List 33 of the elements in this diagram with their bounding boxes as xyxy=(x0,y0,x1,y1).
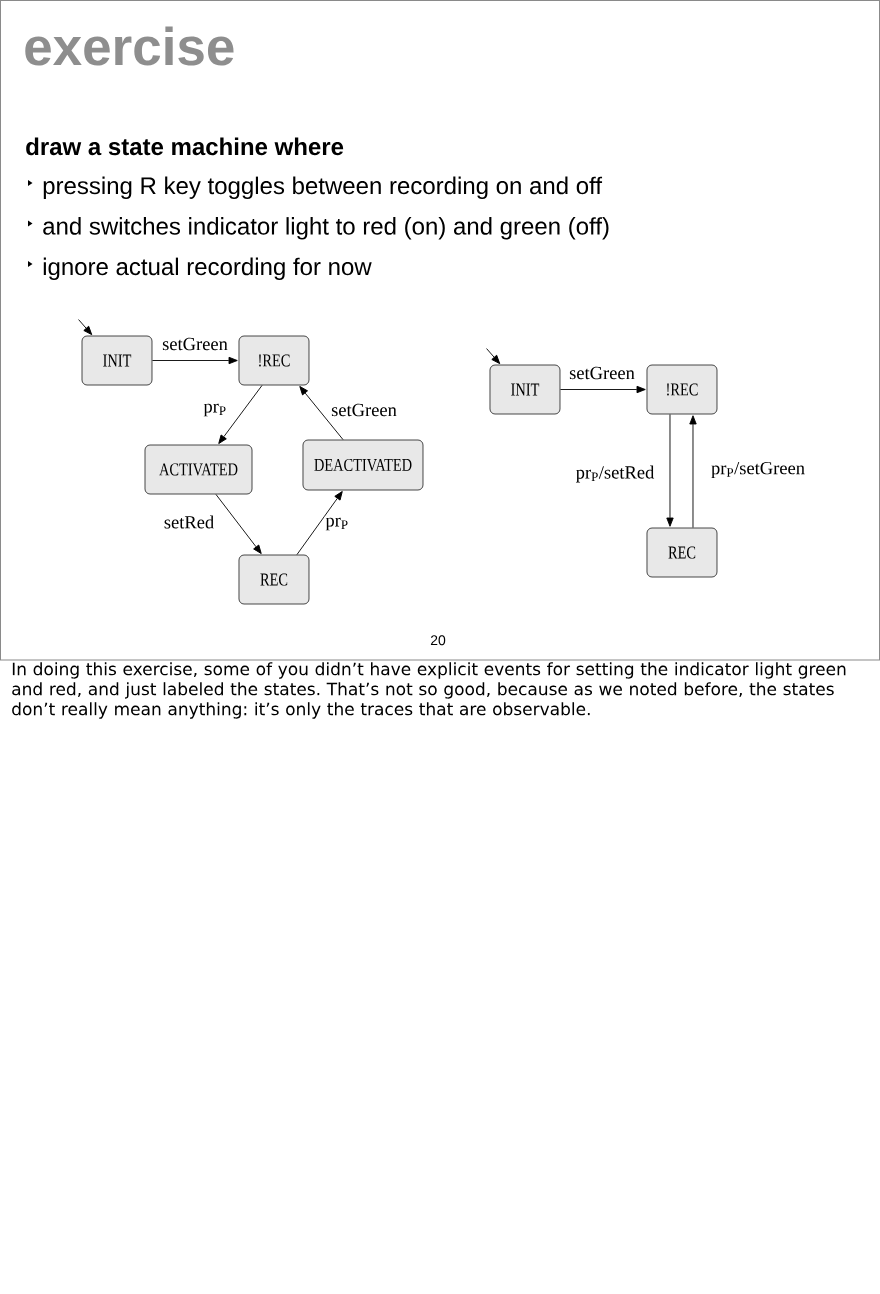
page-number: 20 xyxy=(430,635,446,646)
edge-label: setGreen xyxy=(161,336,229,352)
transition-arrow xyxy=(299,386,344,440)
bullet-text: ignore actual recording for now xyxy=(43,257,372,280)
bullet-text: and switches indicator light to red (on) and green (off) xyxy=(43,217,609,240)
transition-arrow xyxy=(218,385,263,444)
transition-arrow xyxy=(215,494,262,554)
edge-label: setGreen xyxy=(330,402,398,418)
heading: draw a state machine where xyxy=(26,137,344,156)
bullet-text: pressing R key toggles between recording on and off xyxy=(43,176,603,199)
state-box: ACTIVATED xyxy=(144,444,253,495)
edge-label: pr$_{P}$/setGreen xyxy=(710,460,806,480)
edge-label: pr$_{P}$/setRed xyxy=(574,464,656,484)
transition-arrow xyxy=(560,385,646,394)
edge-label: setRed xyxy=(162,514,216,530)
state-box: REC xyxy=(646,527,718,578)
state-box: INIT xyxy=(489,364,561,415)
transition-arrow xyxy=(689,415,697,528)
state-box: !REC xyxy=(646,364,718,415)
transition-arrow xyxy=(666,414,674,527)
state-box: INIT xyxy=(81,335,153,386)
edge-label: pr$_{P}$ xyxy=(324,516,350,532)
state-box: REC xyxy=(238,554,310,605)
title: exercise xyxy=(25,26,234,66)
edge-label: setGreen xyxy=(568,365,636,381)
transition-arrow xyxy=(152,356,238,365)
edge-label: pr$_{P}$ xyxy=(202,402,228,418)
speaker-notes: In doing this exercise, some of you didn’t have explicit events for setting the indicator light green and red, and just labeled the states. That’s not so good, because as we noted before, the states don’t really mean anything: it’s only the traces that are observable. xyxy=(12,662,846,719)
initial-arrow xyxy=(486,348,501,365)
state-box: DEACTIVATED xyxy=(302,439,424,491)
transition-arrow xyxy=(296,491,343,555)
initial-arrow xyxy=(78,319,93,336)
state-box: !REC xyxy=(238,335,310,386)
